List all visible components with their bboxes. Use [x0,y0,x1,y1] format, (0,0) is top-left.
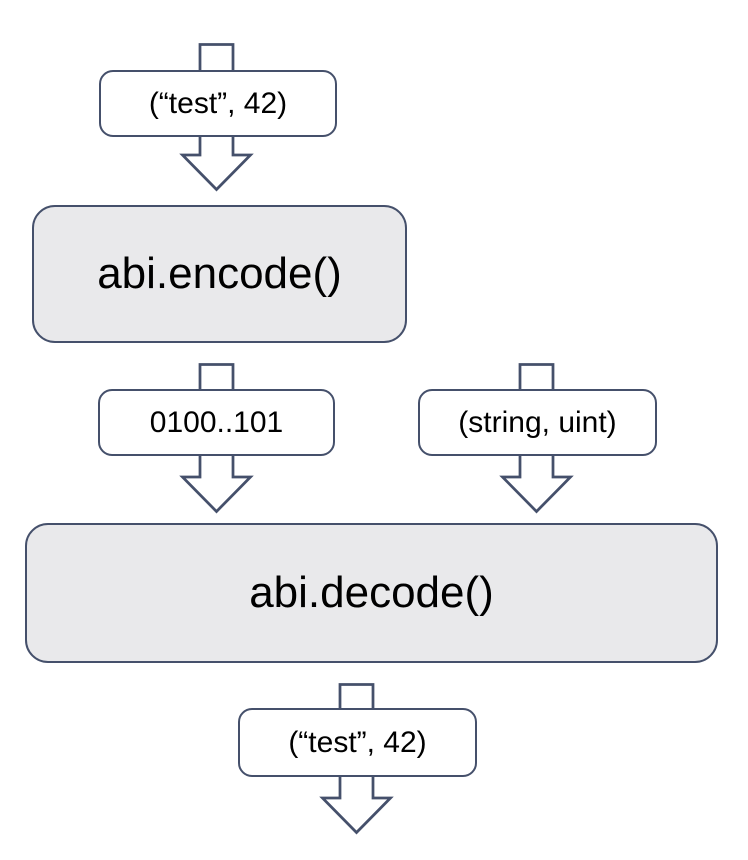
abi-encode-text: abi.encode() [97,249,342,298]
encoded-bytes-text: 0100..101 [149,405,284,439]
abi-decode-process-box: abi.decode() [25,523,718,663]
encoded-bytes-label: 0100..101 [98,389,335,456]
abi-encode-process-box: abi.encode() [32,205,407,343]
decoded-output-text: (“test”, 42) [288,725,427,759]
input-tuple-label: (“test”, 42) [99,70,337,137]
input-tuple-text: (“test”, 42) [148,86,288,120]
type-spec-label: (string, uint) [418,389,657,456]
decoded-output-label: (“test”, 42) [238,708,477,777]
abi-decode-text: abi.decode() [249,568,494,617]
type-spec-text: (string, uint) [458,405,617,439]
